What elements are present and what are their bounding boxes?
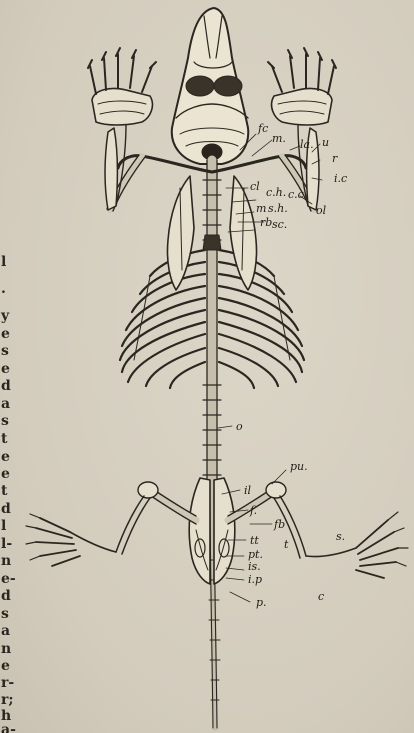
left-forelimb	[88, 48, 156, 211]
label-fc: fc	[257, 122, 268, 135]
label-fb: fb	[273, 518, 285, 531]
label-tt: tt	[250, 534, 259, 547]
label-u: u	[322, 136, 329, 149]
label-c: c	[318, 590, 324, 603]
label-sc: sc.	[272, 218, 287, 231]
left-hindlimb	[26, 482, 196, 566]
label-la: la.	[300, 138, 314, 151]
label-f: f.	[249, 504, 257, 517]
label-ch: c.h.	[266, 186, 286, 199]
label-t: t	[284, 538, 289, 551]
label-il: il	[244, 484, 252, 497]
label-ic: i.c	[334, 172, 347, 185]
label-p: p.	[256, 596, 267, 609]
label-r: r	[332, 152, 338, 165]
label-cl: cl	[250, 180, 260, 193]
label-s: s.	[336, 530, 345, 543]
vertebral-column	[203, 160, 221, 490]
skull	[172, 8, 248, 164]
label-m: m.	[272, 132, 286, 145]
label-is: is.	[248, 560, 261, 573]
label-cc: c.c	[288, 188, 304, 201]
label-pu: pu.	[290, 460, 308, 473]
label-rb: rb	[260, 216, 272, 229]
label-ol: ol	[316, 204, 327, 217]
label-ip: i.p	[248, 573, 262, 586]
label-m2: m	[256, 202, 266, 215]
label-o: o	[236, 420, 243, 433]
label-sh: s.h.	[268, 202, 288, 215]
figure-labels: fc m. la. u r i.c cl c.h. c.c m s.h. ol …	[236, 122, 347, 609]
